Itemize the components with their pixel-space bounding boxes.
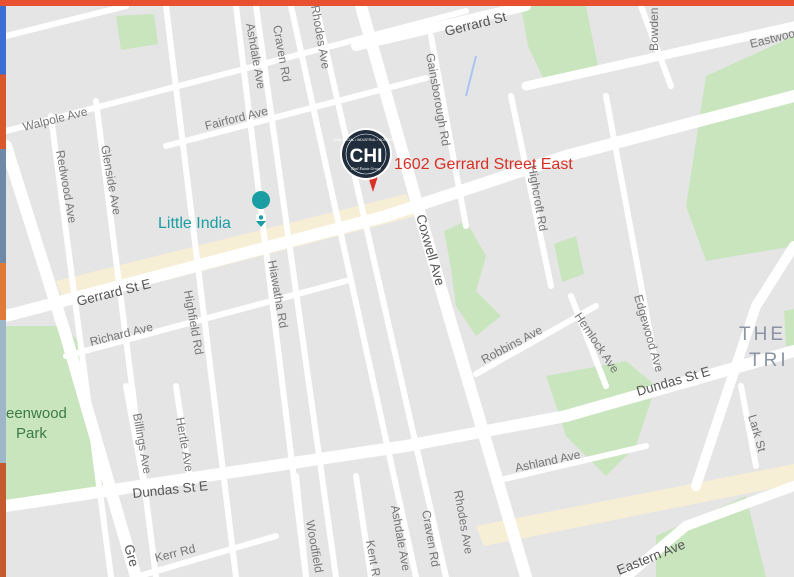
- label-gainsborough-rd: Gainsborough Rd: [423, 52, 453, 147]
- label-hertle-ave: Hertle Ave: [173, 416, 196, 473]
- gerrard-st-e-road: [6, 90, 794, 322]
- billings-ave: [123, 383, 149, 499]
- rhodes-ave-line: [313, 6, 449, 577]
- map-svg[interactable]: Gerrard St Eastwood Bowden Ave Rhodes Av…: [6, 6, 794, 577]
- marker-logo-inner-ring: [345, 133, 387, 175]
- camera-icon[interactable]: [252, 191, 271, 227]
- bowden-ave: [638, 6, 674, 89]
- east-diagonal-road: [691, 241, 794, 491]
- left-edge-strip: [0, 6, 6, 577]
- area-label-line2: TRI: [749, 350, 789, 371]
- top-accent-bar: [0, 0, 794, 6]
- marker-address-label[interactable]: 1602 Gerrard Street East: [394, 156, 573, 173]
- kent-rd: [353, 473, 374, 577]
- marker-logo-disc: [342, 130, 390, 178]
- park-coxwell-strip: [444, 221, 501, 336]
- park-bottom-right: [656, 496, 766, 577]
- label-rhodes-ave-bottom: Rhodes Ave: [451, 489, 476, 555]
- label-glenside-ave: Glenside Ave: [98, 144, 124, 216]
- marker-pin-tail: [368, 176, 378, 192]
- woodfield-rd: [293, 473, 309, 577]
- hertle-ave: [173, 383, 194, 489]
- coxwell-ave-road: [355, 6, 532, 577]
- label-kent-rd: Kent R: [363, 539, 383, 577]
- address-marker[interactable]: COMMERCIAL • INDUSTRIAL • HOSPITALITY CH…: [333, 128, 574, 192]
- marker-logo-text: CHI: [350, 146, 383, 167]
- label-redwood-ave: Redwood Ave: [53, 149, 80, 224]
- greenwood-ave-road: [6, 140, 142, 577]
- gerrard-st-north-road: [351, 6, 531, 51]
- hemlock-ave: [568, 293, 609, 389]
- label-dundas-st-e-east: Dundas St E: [635, 364, 712, 399]
- redwood-ave: [48, 113, 114, 577]
- label-bowden-ave: Bowden Ave: [647, 6, 661, 51]
- lark-st: [738, 383, 759, 469]
- label-coxwell-ave: Coxwell Ave: [413, 213, 448, 288]
- label-rhodes-ave-top: Rhodes Ave: [308, 6, 333, 70]
- marker-logo-bottom: Real Estate Group: [350, 166, 381, 171]
- park-top-small: [116, 14, 158, 50]
- ashdale-ave-line: [253, 6, 339, 577]
- marker-logo-top: COMMERCIAL • INDUSTRIAL • HOSPITALITY: [333, 138, 400, 142]
- park-label-line1: eenwood: [6, 405, 67, 422]
- greenwood-park-label: eenwood Park: [6, 405, 67, 442]
- dundas-st-e-road: [6, 345, 794, 512]
- parks: [6, 6, 794, 577]
- poi-label[interactable]: Little India: [158, 215, 231, 232]
- eastern-ave-road: [621, 481, 794, 577]
- robbins-ave: [473, 303, 599, 377]
- poi-little-india[interactable]: Little India: [158, 191, 271, 232]
- park-east-large: [686, 36, 794, 261]
- creek: [465, 55, 477, 97]
- area-label: THE TRI: [739, 324, 789, 371]
- dundas-east-strip: [476, 464, 794, 546]
- walpole-ave: [6, 8, 469, 134]
- highcroft-rd: [508, 93, 554, 289]
- park-highcroft-small: [554, 236, 584, 282]
- label-robbins-ave: Robbins Ave: [479, 323, 545, 367]
- ashland-ave: [493, 443, 649, 484]
- kerr-rd: [133, 533, 279, 577]
- park-right-edge: [784, 309, 794, 346]
- eastwood-road: [521, 21, 794, 91]
- area-label-line1: THE: [739, 324, 786, 345]
- label-greenwood-partial: Gre: [121, 543, 142, 569]
- park-top-north: [521, 6, 598, 84]
- highfield-rd: [163, 6, 239, 577]
- label-craven-rd-top: Craven Rd: [270, 24, 294, 83]
- craven-rd-line: [288, 6, 419, 577]
- rail-corridor: [6, 6, 129, 39]
- label-edgewood-ave: Edgewood Ave: [631, 293, 667, 374]
- main-roads: [6, 6, 794, 577]
- label-highcroft-rd: Highcroft Rd: [525, 164, 550, 232]
- park-label-line2: Park: [16, 425, 47, 442]
- map-canvas[interactable]: Gerrard St Eastwood Bowden Ave Rhodes Av…: [6, 6, 794, 577]
